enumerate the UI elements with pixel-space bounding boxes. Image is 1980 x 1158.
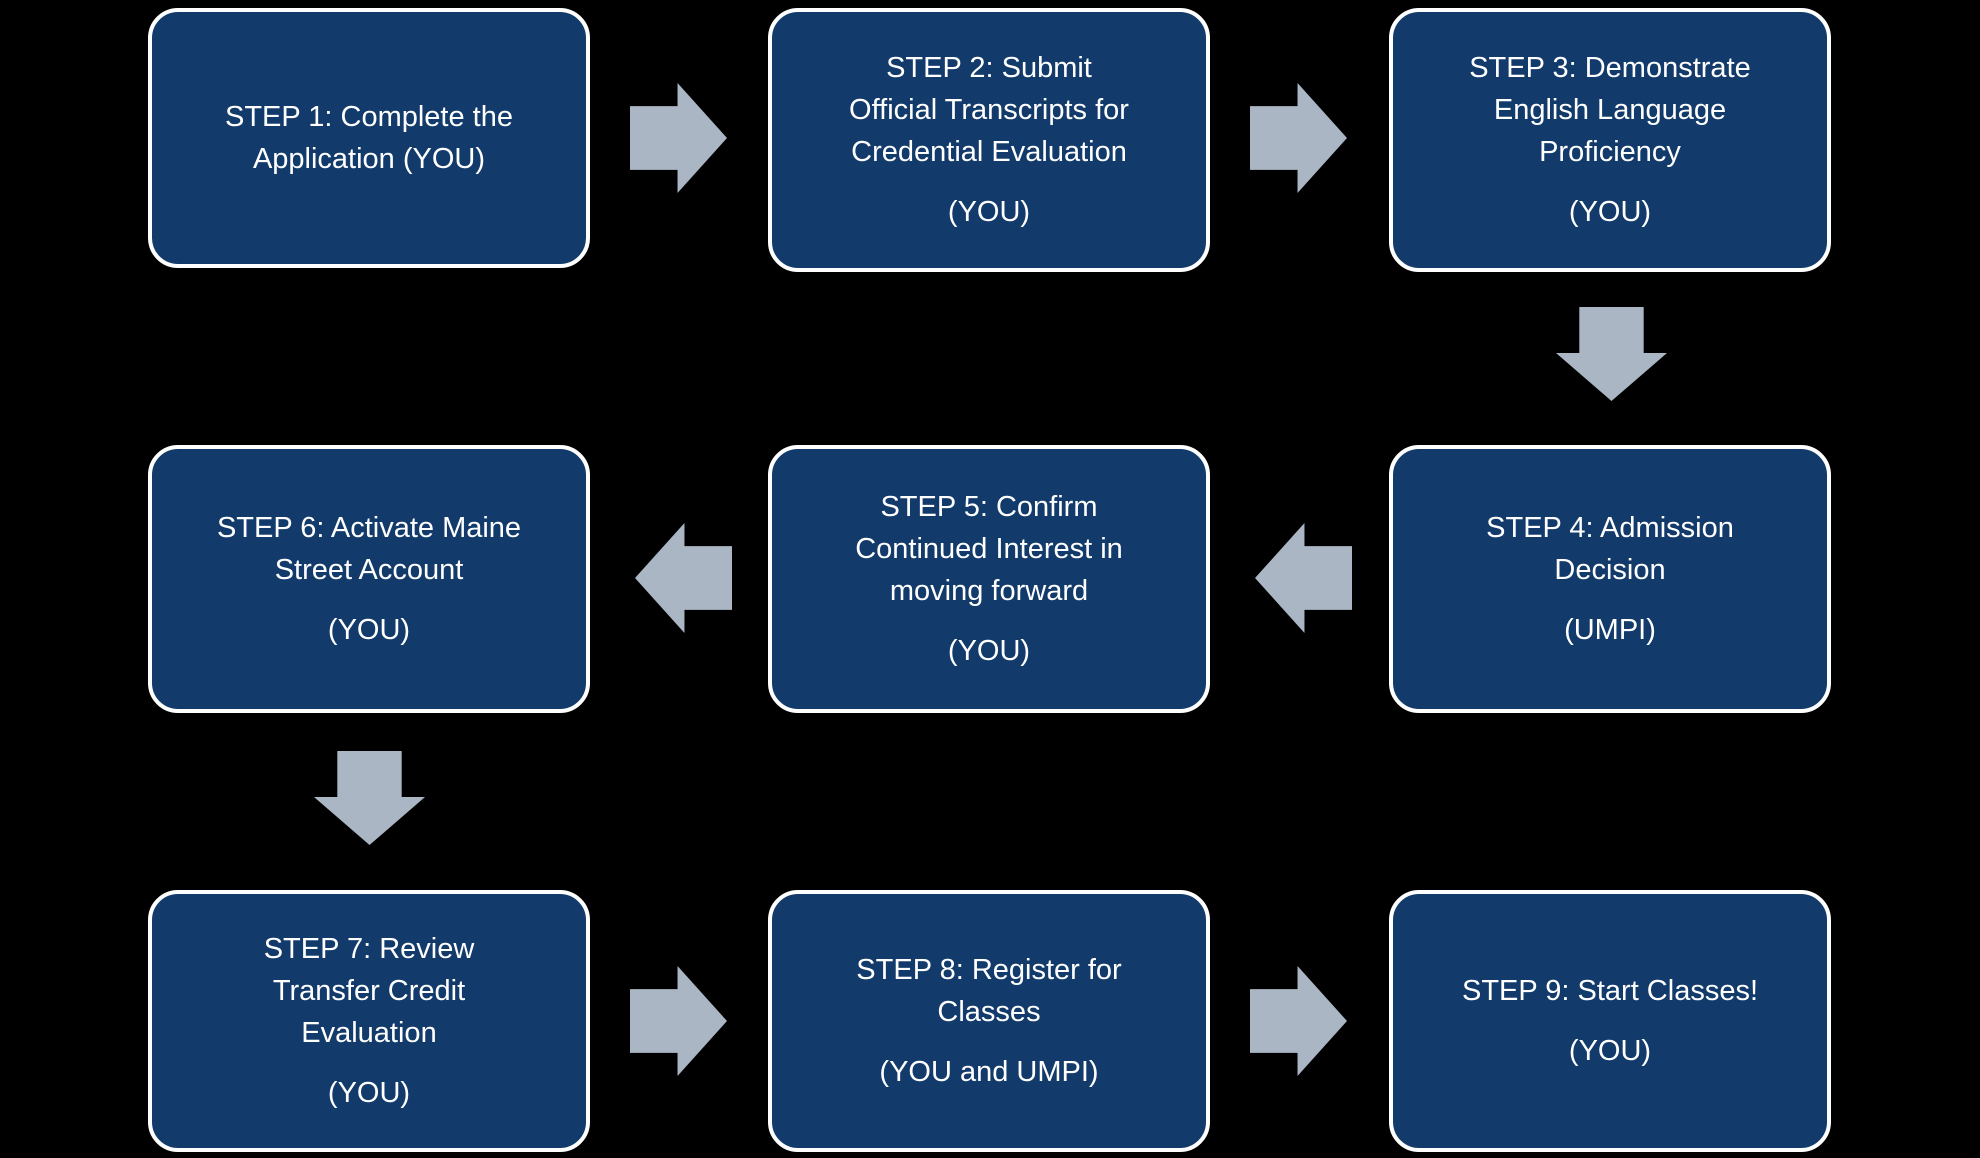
step-7-title: STEP 7: Review Transfer Credit Evaluatio… (263, 932, 475, 1049)
step-4-box: STEP 4: Admission Decision (UMPI) (1389, 445, 1831, 713)
step-7-box: STEP 7: Review Transfer Credit Evaluatio… (148, 890, 590, 1152)
step-5-box: STEP 5: Confirm Continued Interest in mo… (768, 445, 1210, 713)
arrow-right-icon (1250, 83, 1347, 193)
step-4-actor: (UMPI) (1564, 614, 1656, 647)
step-5-actor: (YOU) (947, 635, 1031, 668)
step-8-title: STEP 8: Register for Classes (856, 953, 1122, 1028)
arrow-left-icon (1255, 523, 1352, 633)
step-3-box: STEP 3: Demonstrate English Language Pro… (1389, 8, 1831, 272)
step-2-title: STEP 2: Submit Official Transcripts for … (849, 51, 1129, 168)
arrow-right-icon (1250, 966, 1347, 1076)
arrow-down-icon (1556, 307, 1667, 401)
arrow-left-icon (635, 523, 732, 633)
step-1-title: STEP 1: Complete the Application (YOU) (224, 100, 513, 175)
arrow-down-icon (314, 751, 425, 845)
step-6-title: STEP 6: Activate Maine Street Account (216, 511, 522, 586)
step-9-actor: (YOU) (1568, 1035, 1652, 1067)
step-2-box: STEP 2: Submit Official Transcripts for … (768, 8, 1210, 272)
step-5-title: STEP 5: Confirm Continued Interest in mo… (855, 490, 1123, 607)
step-9-box: STEP 9: Start Classes! (YOU) (1389, 890, 1831, 1152)
arrow-right-icon (630, 966, 727, 1076)
step-7-actor: (YOU) (327, 1077, 411, 1110)
step-6-actor: (YOU) (327, 614, 411, 647)
step-6-box: STEP 6: Activate Maine Street Account (Y… (148, 445, 590, 713)
step-8-actor: (YOU and UMPI) (879, 1056, 1099, 1089)
step-3-actor: (YOU) (1568, 196, 1652, 229)
step-3-title: STEP 3: Demonstrate English Language Pro… (1469, 51, 1751, 168)
step-8-box: STEP 8: Register for Classes (YOU and UM… (768, 890, 1210, 1152)
step-1-box: STEP 1: Complete the Application (YOU) (148, 8, 590, 268)
step-4-title: STEP 4: Admission Decision (1486, 511, 1734, 586)
step-9-title: STEP 9: Start Classes! (1461, 974, 1759, 1007)
arrow-right-icon (630, 83, 727, 193)
step-2-actor: (YOU) (947, 196, 1031, 229)
